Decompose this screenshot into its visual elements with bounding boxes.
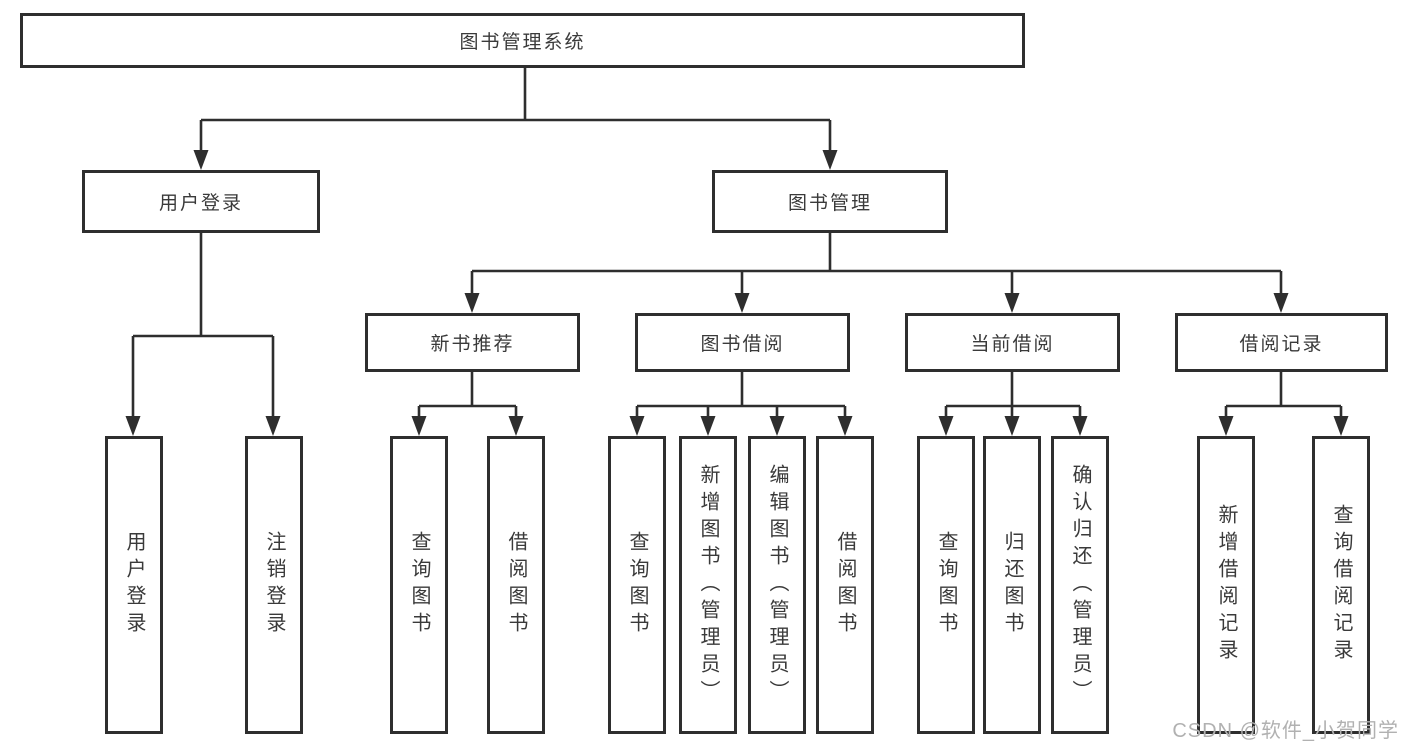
leaf-label: 查询图书 [626,531,648,639]
leaf-borrow-books: 借阅图书 [816,436,874,734]
leaf-query-books-recommend: 查询图书 [390,436,448,734]
leaf-label: 注销登录 [263,531,285,639]
node-book-borrow: 图书借阅 [635,313,850,372]
leaf-label: 借阅图书 [834,531,856,639]
node-borrow-records: 借阅记录 [1175,313,1388,372]
leaf-label: 查询图书 [935,531,957,639]
leaf-label: 确认归还（管理员） [1069,463,1091,707]
leaf-query-books-borrow: 查询图书 [608,436,666,734]
leaf-label: 新增借阅记录 [1215,504,1237,666]
node-root-system: 图书管理系统 [20,13,1025,68]
node-new-book-recommend: 新书推荐 [365,313,580,372]
leaf-query-books-current: 查询图书 [917,436,975,734]
leaf-add-borrow-record: 新增借阅记录 [1197,436,1255,734]
leaf-label: 查询图书 [408,531,430,639]
leaf-confirm-return-admin: 确认归还（管理员） [1051,436,1109,734]
leaf-add-book-admin: 新增图书（管理员） [679,436,737,734]
leaf-logout: 注销登录 [245,436,303,734]
node-book-management: 图书管理 [712,170,948,233]
node-current-borrow: 当前借阅 [905,313,1120,372]
leaf-label: 查询借阅记录 [1330,504,1352,666]
leaf-label: 借阅图书 [505,531,527,639]
leaf-label: 编辑图书（管理员） [766,463,788,707]
leaf-label: 新增图书（管理员） [697,463,719,707]
leaf-return-book: 归还图书 [983,436,1041,734]
leaf-label: 归还图书 [1001,531,1023,639]
leaf-user-login: 用户登录 [105,436,163,734]
leaf-edit-book-admin: 编辑图书（管理员） [748,436,806,734]
node-user-login: 用户登录 [82,170,320,233]
leaf-query-borrow-record: 查询借阅记录 [1312,436,1370,734]
leaf-borrow-books-recommend: 借阅图书 [487,436,545,734]
leaf-label: 用户登录 [123,531,145,639]
